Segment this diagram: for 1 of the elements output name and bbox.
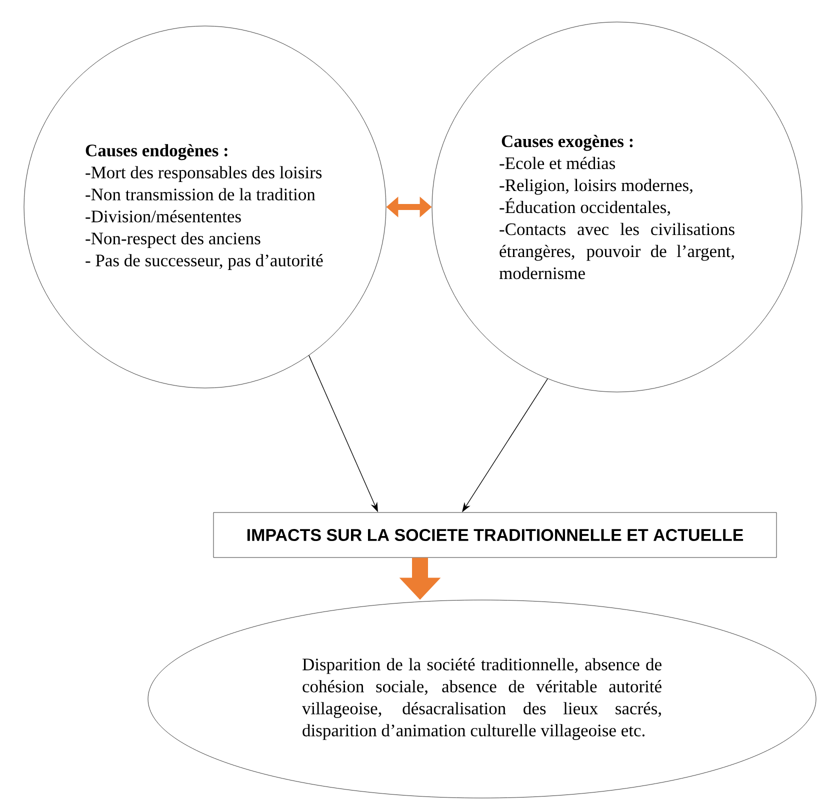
impact-box: IMPACTS SUR LA SOCIETE TRADITIONNELLE ET ACTUELLE (213, 512, 777, 558)
